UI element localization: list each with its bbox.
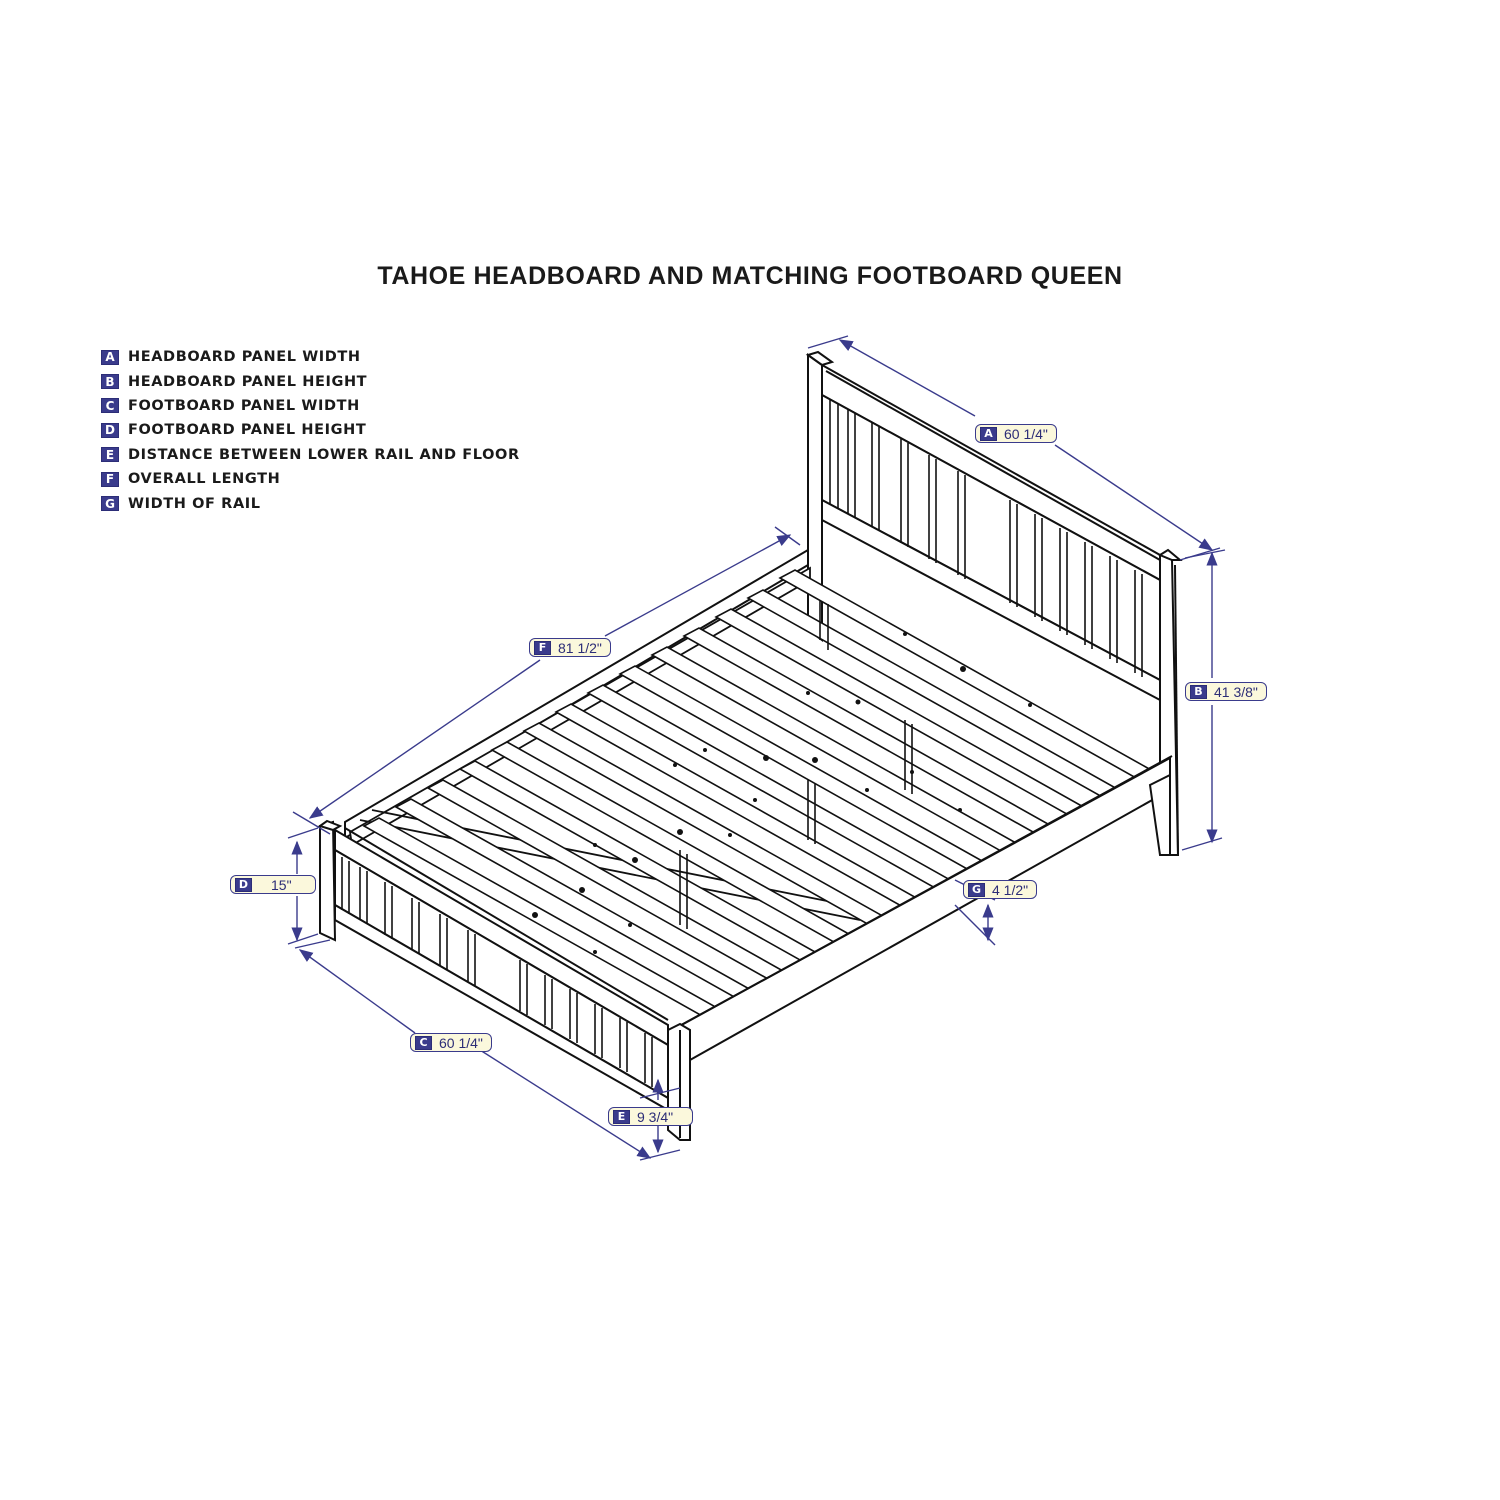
legend-item-e: E DISTANCE BETWEEN LOWER RAIL AND FLOOR (101, 443, 520, 467)
center-support (679, 600, 913, 929)
legend-label: DISTANCE BETWEEN LOWER RAIL AND FLOOR (128, 446, 520, 463)
dimension-b-callout: B 41 3/8" (1185, 682, 1267, 701)
dimension-a-callout: A 60 1/4" (975, 424, 1057, 443)
legend: A HEADBOARD PANEL WIDTH B HEADBOARD PANE… (101, 345, 520, 516)
dimension-d-value: 15" (271, 876, 292, 893)
badge-c: C (415, 1035, 432, 1050)
page-title: TAHOE HEADBOARD AND MATCHING FOOTBOARD Q… (377, 262, 1123, 290)
badge-a: A (101, 349, 119, 365)
dimension-a-value: 60 1/4" (1004, 425, 1048, 442)
legend-label: OVERALL LENGTH (128, 471, 281, 488)
legend-item-b: B HEADBOARD PANEL HEIGHT (101, 369, 520, 393)
legend-label: FOOTBOARD PANEL WIDTH (128, 397, 360, 414)
legend-item-c: C FOOTBOARD PANEL WIDTH (101, 394, 520, 418)
badge-d: D (101, 422, 119, 438)
badge-g: G (968, 882, 985, 897)
dimension-g-value: 4 1/2" (992, 881, 1029, 898)
legend-label: HEADBOARD PANEL HEIGHT (128, 373, 368, 390)
far-side-rail (344, 548, 809, 840)
badge-c: C (101, 398, 119, 414)
near-side-rail (670, 755, 1173, 1062)
legend-item-g: G WIDTH OF RAIL (101, 491, 520, 515)
dimension-f-callout: F 81 1/2" (529, 638, 611, 657)
legend-label: FOOTBOARD PANEL HEIGHT (128, 422, 367, 439)
badge-f: F (101, 471, 119, 487)
dimension-c-callout: C 60 1/4" (410, 1033, 492, 1052)
badge-g: G (101, 496, 119, 512)
dimension-g-callout: G 4 1/2" (963, 880, 1038, 899)
legend-item-a: A HEADBOARD PANEL WIDTH (101, 345, 520, 369)
headboard-slats (829, 400, 1143, 677)
badge-e: E (613, 1109, 630, 1124)
dimension-d-callout: D 15" (230, 875, 316, 894)
slat-screws (532, 632, 1032, 954)
legend-label: WIDTH OF RAIL (128, 495, 261, 512)
badge-f: F (534, 640, 551, 655)
footboard-slats (341, 857, 653, 1087)
legend-item-f: F OVERALL LENGTH (101, 467, 520, 491)
dimension-e-value: 9 3/4" (637, 1108, 674, 1125)
badge-b: B (101, 374, 119, 390)
legend-item-d: D FOOTBOARD PANEL HEIGHT (101, 418, 520, 442)
dimension-e-callout: E 9 3/4" (608, 1107, 693, 1126)
dimension-b-value: 41 3/8" (1214, 683, 1258, 700)
badge-b: B (1190, 684, 1207, 699)
badge-a: A (980, 426, 997, 441)
slats (362, 569, 1162, 1032)
dimension-f-value: 81 1/2" (558, 639, 602, 656)
legend-label: HEADBOARD PANEL WIDTH (128, 349, 361, 366)
dimension-c-value: 60 1/4" (439, 1034, 483, 1051)
badge-d: D (235, 877, 252, 892)
badge-e: E (101, 447, 119, 463)
